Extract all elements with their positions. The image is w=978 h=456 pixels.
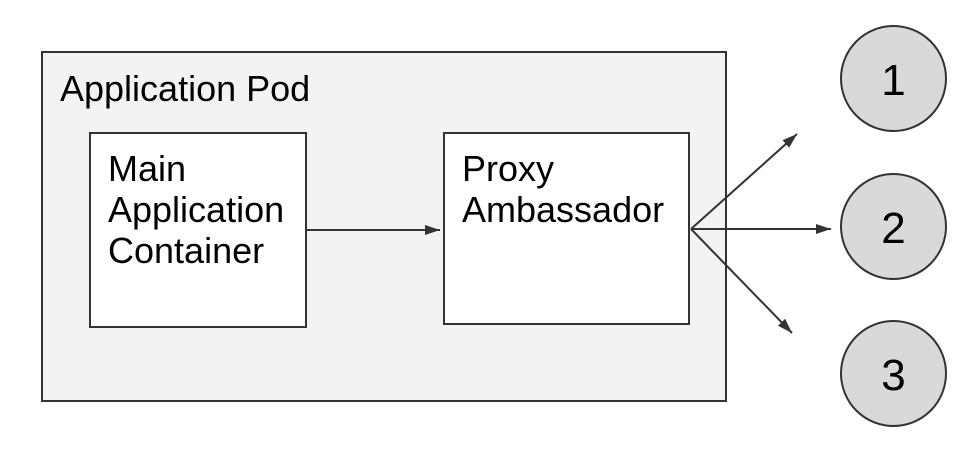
- endpoint-circle-2-label: 2: [881, 203, 906, 253]
- node-proxy-ambassador-label: Proxy Ambassador: [462, 148, 665, 230]
- endpoint-circle-3: 3: [840, 320, 947, 427]
- endpoint-circle-3-label: 3: [881, 350, 906, 400]
- endpoint-circle-1-label: 1: [881, 55, 906, 105]
- node-proxy-ambassador: Proxy Ambassador: [443, 132, 690, 325]
- application-pod-label: Application Pod: [60, 68, 311, 109]
- endpoint-circle-2: 2: [840, 173, 947, 280]
- endpoint-circle-1: 1: [840, 25, 947, 132]
- node-main-application-container-label: Main Application Container: [108, 148, 285, 271]
- node-main-application-container: Main Application Container: [89, 132, 307, 328]
